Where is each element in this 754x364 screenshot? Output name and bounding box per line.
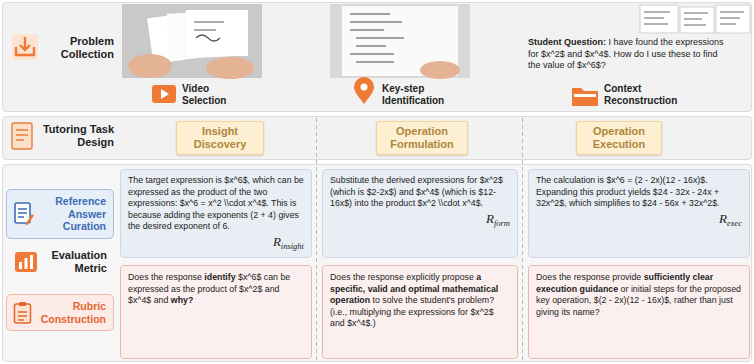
rubric-emphasis: why? [171, 295, 193, 305]
rubric-emphasis: execution [536, 284, 577, 294]
reference-answer-box: Substitute the derived expressions for $… [322, 169, 518, 258]
rubric-emphasis: a [476, 272, 481, 282]
stage-icon [13, 301, 33, 325]
task-title: Insight Discovery [185, 125, 255, 151]
video-icon [152, 85, 176, 103]
context-thumbnails [640, 5, 750, 33]
reference-symbol: Rinsight [128, 233, 304, 254]
reference-symbol-letter: R [273, 234, 281, 249]
reference-symbol-subscript: insight [281, 241, 304, 251]
stage-label: Evaluation Metric [40, 249, 107, 275]
folder-icon [572, 88, 598, 106]
rubric-emphasis: guidance [580, 284, 619, 294]
rubric-box: Does the response identify $x^6$ can be … [120, 265, 312, 359]
rubric-text: Does the response identify $x^6$ can be … [128, 272, 304, 307]
stage-icon [13, 201, 35, 227]
reference-symbol-subscript: exec [727, 218, 742, 228]
reference-answer-text: The calculation is $x^6 = (2 - 2x)(12 - … [536, 175, 742, 210]
stage-label-box: Reference Answer Curation [6, 189, 114, 239]
stage-label: Problem Collection [42, 35, 114, 61]
metric-label-group: Evaluation Metric [6, 249, 114, 275]
metric-icon [14, 251, 38, 273]
stage-label-box: Rubric Construction [6, 294, 114, 331]
student-question: Student Question: I have found the expre… [528, 37, 728, 72]
rubric-emphasis: clear [693, 272, 714, 282]
step-photo [330, 4, 470, 79]
task-title: Operation Execution [585, 125, 653, 151]
rubric-emphasis: valid [368, 284, 388, 294]
reference-symbol: Rexec [536, 210, 742, 231]
stage-label: Rubric Construction [39, 300, 106, 325]
stage-label: Reference Answer Curation [39, 195, 106, 233]
stage-label: Tutoring Task Design [36, 123, 114, 149]
reference-answer-box: The target expression is $x^6$, which ca… [120, 169, 312, 258]
question-tag: Student Question: [528, 37, 606, 47]
reference-answer-text: The target expression is $x^6$, which ca… [128, 175, 304, 233]
problem-collection-icon [12, 34, 38, 60]
task-title: Operation Formulation [385, 125, 459, 151]
task-design-icon [12, 123, 32, 149]
rubric-emphasis: and [390, 284, 406, 294]
rubric-emphasis: optimal [408, 284, 439, 294]
task-box: Insight Discovery [176, 121, 264, 155]
rubric-text: Does the response explicitly propose a s… [330, 272, 510, 330]
rubric-box: Does the response provide sufficiently c… [528, 265, 750, 359]
reference-symbol: Rform [330, 210, 510, 231]
rubric-emphasis: identify [204, 272, 235, 282]
reference-symbol-letter: R [719, 211, 727, 226]
reference-answer-text: Substitute the derived expressions for $… [330, 175, 510, 210]
stage-label: Video Selection [182, 83, 240, 107]
dashed-separators [317, 118, 523, 360]
stage-label: Key-step Identification [382, 83, 458, 107]
rubric-emphasis: mathematical [442, 284, 498, 294]
reference-symbol-letter: R [486, 211, 494, 226]
task-box: Operation Execution [576, 121, 662, 155]
stage-label: Context Reconstruction [604, 83, 688, 107]
rubric-box: Does the response explicitly propose a s… [322, 265, 518, 359]
video-photo [122, 4, 262, 79]
location-icon [354, 77, 374, 104]
rubric-emphasis: sufficiently [644, 272, 690, 282]
rubric-emphasis: specific, [330, 284, 365, 294]
task-box: Operation Formulation [376, 121, 468, 155]
rubric-text: Does the response provide sufficiently c… [536, 272, 742, 318]
reference-answer-box: The calculation is $x^6 = (2 - 2x)(12 - … [528, 169, 750, 258]
reference-symbol-subscript: form [494, 218, 510, 228]
rubric-emphasis: operation [330, 295, 370, 305]
